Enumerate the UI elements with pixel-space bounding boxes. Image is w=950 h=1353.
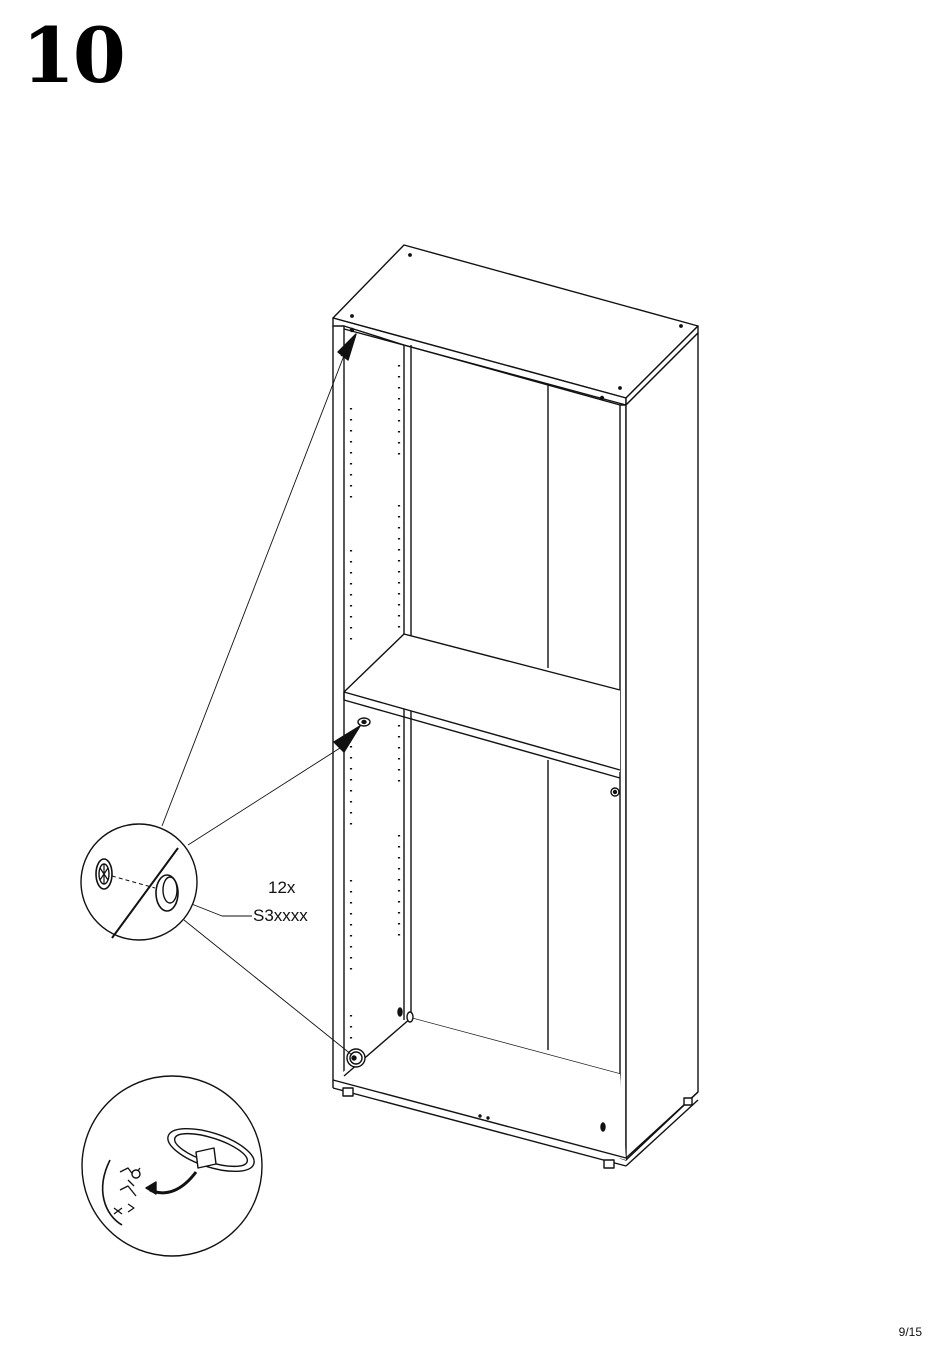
cabinet-shelf [344, 634, 620, 778]
page-number: 9/15 [899, 1325, 922, 1339]
detail-circle-cam-fitting [81, 824, 197, 940]
hardware-quantity: 12x [268, 878, 295, 898]
detail-circle-tightening [82, 1076, 262, 1256]
hardware-part-code: S3xxxx [253, 906, 308, 926]
leader-lines [162, 340, 352, 1055]
cabinet-right-panel [620, 333, 698, 1160]
cabinet-top-panel [333, 245, 698, 405]
